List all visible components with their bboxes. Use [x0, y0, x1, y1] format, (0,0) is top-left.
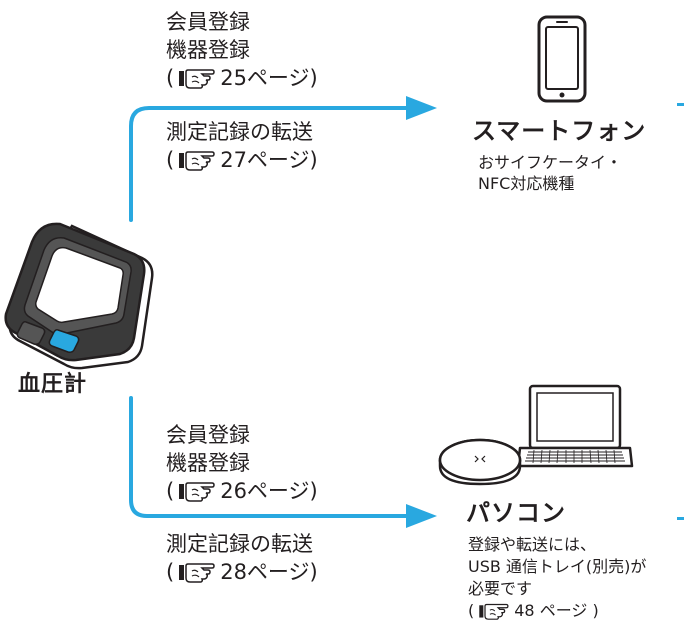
arrow-head-top — [406, 96, 437, 120]
top-page-reference-2: ( 27ページ) — [166, 146, 318, 174]
edge-mark-top — [677, 103, 684, 106]
pc-illustration — [438, 384, 634, 486]
bottom-label-transfer-records: 測定記録の転送 — [166, 532, 313, 556]
top-label-device-registration: 機器登録 — [166, 38, 250, 62]
ref-page-27: 27ページ) — [220, 148, 318, 172]
ref-page-26: 26ページ) — [220, 479, 318, 503]
pointing-hand-icon — [179, 563, 215, 583]
smartphone-icon — [537, 15, 587, 103]
ref-page-28: 28ページ) — [220, 560, 318, 584]
connector-bottom — [129, 396, 412, 518]
arrow-head-bottom — [406, 504, 437, 528]
pc-desc-line2: USB 通信トレイ(別売)が — [468, 557, 647, 576]
ref-page-25: 25ページ) — [220, 66, 318, 90]
smartphone-title: スマートフォン — [472, 117, 647, 145]
pc-page-reference: ( 48 ページ ) — [468, 600, 599, 621]
bottom-label-device-registration: 機器登録 — [166, 451, 250, 475]
laptop-icon — [516, 384, 634, 468]
bottom-page-reference-2: ( 28ページ) — [166, 558, 318, 586]
pc-title: パソコン — [466, 499, 566, 527]
ref-open-paren: ( — [166, 479, 175, 503]
device-label: 血圧計 — [18, 372, 88, 397]
pointing-hand-icon — [179, 151, 215, 171]
top-label-transfer-records: 測定記録の転送 — [166, 120, 313, 144]
smartphone-desc-line2: NFC対応機種 — [478, 174, 575, 193]
pc-desc-line3: 必要です — [468, 579, 533, 598]
smartphone-desc-line1: おサイフケータイ・ — [478, 153, 623, 172]
ref-open-paren: ( — [468, 601, 475, 620]
ref-open-paren: ( — [166, 560, 175, 584]
ref-page-48: 48 ページ ) — [514, 601, 599, 620]
top-page-reference-1: ( 25ページ) — [166, 64, 318, 92]
pointing-hand-icon — [179, 69, 215, 89]
connector-top — [129, 106, 412, 222]
bottom-page-reference-1: ( 26ページ) — [166, 477, 318, 505]
usb-tray-icon — [438, 438, 522, 486]
pc-desc-line1: 登録や転送には、 — [468, 535, 597, 554]
blood-pressure-monitor-icon — [4, 222, 154, 370]
bottom-label-member-registration: 会員登録 — [166, 423, 250, 447]
ref-open-paren: ( — [166, 148, 175, 172]
ref-open-paren: ( — [166, 66, 175, 90]
pointing-hand-icon — [479, 603, 509, 620]
edge-mark-bottom — [677, 517, 684, 520]
pointing-hand-icon — [179, 482, 215, 502]
top-label-member-registration: 会員登録 — [166, 10, 250, 34]
